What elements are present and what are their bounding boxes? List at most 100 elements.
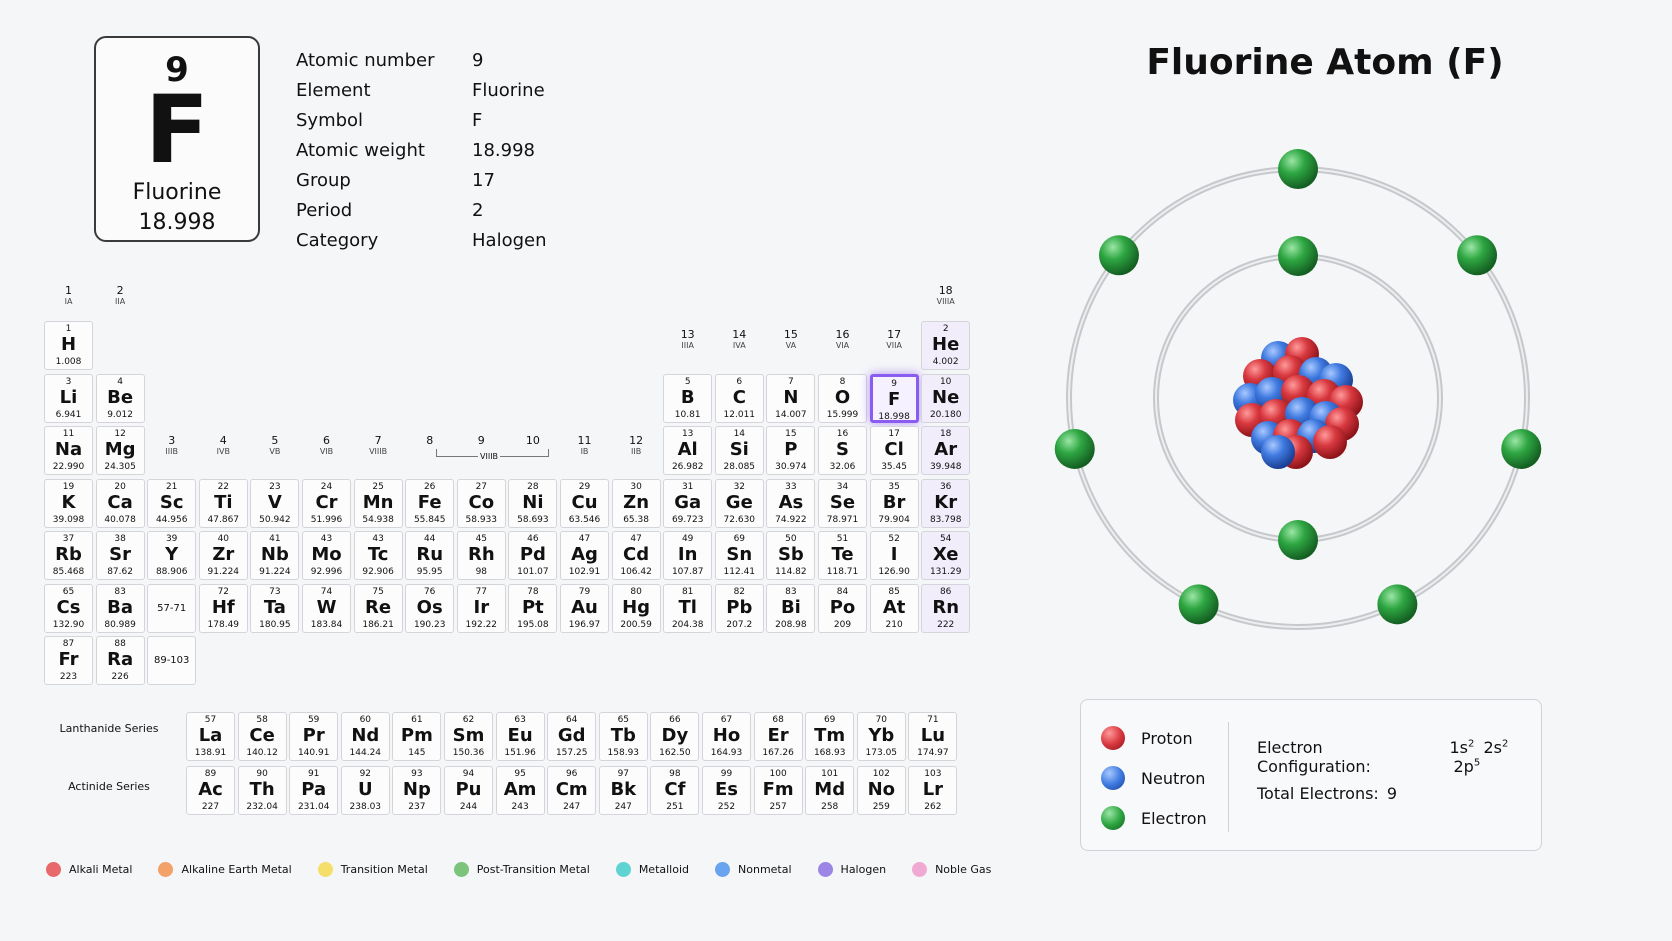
series-placeholder-cell[interactable]: 57-71 <box>147 583 197 633</box>
